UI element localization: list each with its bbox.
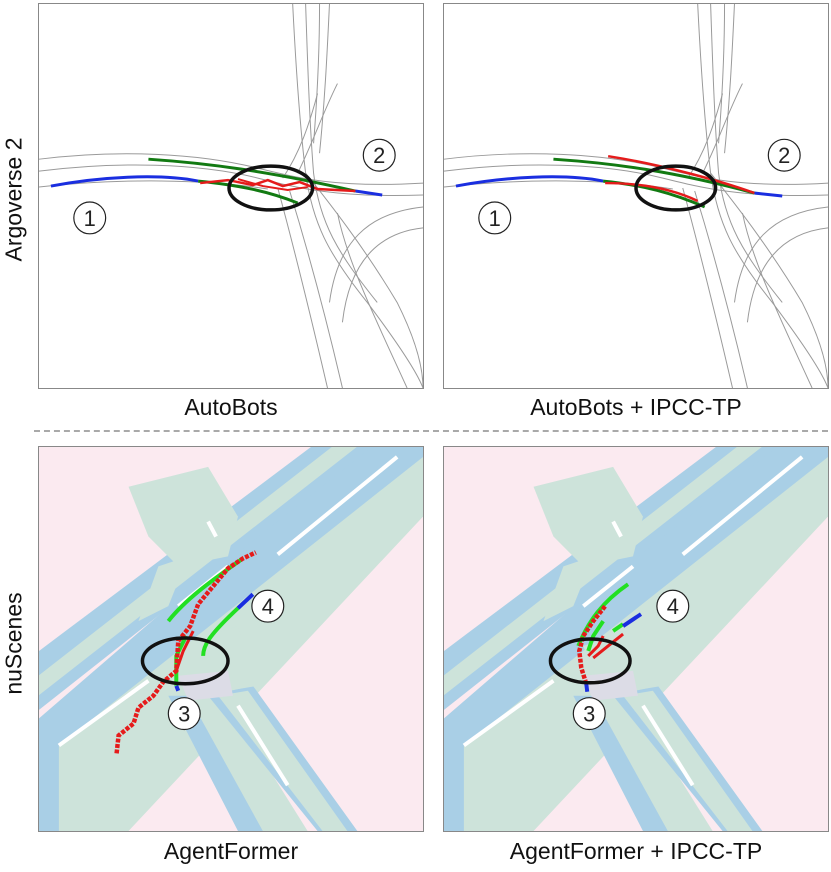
row-label-nuscenes: nuScenes	[0, 592, 27, 695]
highlight-ellipse	[548, 637, 632, 685]
panel-agentformer-ipcc: 3 4	[443, 446, 829, 832]
history-trajectory-2	[174, 685, 181, 692]
svg-text:2: 2	[778, 143, 790, 168]
history-trajectory-2	[584, 683, 590, 692]
caption-autobots: AutoBots	[184, 394, 278, 420]
lane-lines	[39, 4, 423, 388]
prediction-trajectory-2	[237, 178, 308, 192]
road-layout	[444, 447, 828, 831]
ground-truth-trajectory-2	[586, 619, 605, 652]
marker-1: 1	[478, 201, 512, 235]
svg-text:3: 3	[583, 702, 595, 727]
ground-truth-trajectory-1	[553, 157, 755, 195]
map-nuscenes-agentformer-ipcc: 3 4	[444, 447, 828, 831]
history-trajectory-1	[236, 592, 255, 610]
svg-text:2: 2	[373, 143, 385, 168]
marker-4: 4	[656, 589, 690, 623]
panel-autobots-ipcc: 1 2	[443, 3, 829, 389]
marker-3: 3	[572, 697, 606, 731]
highlight-ellipse	[227, 164, 315, 212]
row-label-argoverse: Argoverse 2	[0, 137, 27, 262]
map-argoverse-autobots: 1 2	[39, 4, 423, 388]
marker-1: 1	[73, 201, 107, 235]
svg-text:4: 4	[667, 594, 679, 619]
map-argoverse-autobots-ipcc: 1 2	[444, 4, 828, 388]
ground-truth-trajectory-1	[148, 157, 356, 193]
history-trajectory-2	[754, 191, 783, 198]
marker-2: 2	[362, 138, 396, 172]
prediction-trajectory-2	[605, 181, 699, 203]
history-trajectory-1	[455, 175, 604, 188]
prediction-trajectory-1	[577, 604, 607, 685]
svg-text:4: 4	[262, 594, 274, 619]
ground-truth-trajectory-3	[201, 606, 240, 657]
marker-2: 2	[767, 138, 801, 172]
highlight-ellipse	[140, 636, 230, 686]
prediction-trajectory-1	[114, 550, 257, 754]
road-layout	[39, 447, 423, 831]
caption-agentformer-ipcc: AgentFormer + IPCC-TP	[509, 838, 763, 864]
ground-truth-trajectory-2	[603, 179, 706, 209]
svg-text:1: 1	[489, 206, 501, 231]
marker-4: 4	[251, 589, 285, 623]
panel-autobots: 1 2	[38, 3, 424, 389]
caption-agentformer: AgentFormer	[163, 838, 299, 864]
history-trajectory-1	[621, 612, 643, 628]
ground-truth-trajectory-3	[611, 622, 625, 633]
panel-agentformer: 3 4	[38, 446, 424, 832]
history-trajectory-1	[50, 175, 199, 188]
marker-3: 3	[167, 697, 201, 731]
prediction-trajectory-1	[607, 154, 755, 195]
section-divider	[34, 430, 828, 432]
lane-markings	[462, 455, 804, 787]
prediction-trajectory-3	[592, 632, 624, 660]
caption-autobots-ipcc: AutoBots + IPCC-TP	[530, 394, 742, 420]
svg-text:1: 1	[84, 206, 96, 231]
map-nuscenes-agentformer: 3 4	[39, 447, 423, 831]
ground-truth-trajectory-1	[166, 556, 245, 623]
highlight-ellipse	[634, 164, 718, 212]
history-trajectory-2	[355, 189, 383, 197]
svg-text:3: 3	[178, 702, 190, 727]
